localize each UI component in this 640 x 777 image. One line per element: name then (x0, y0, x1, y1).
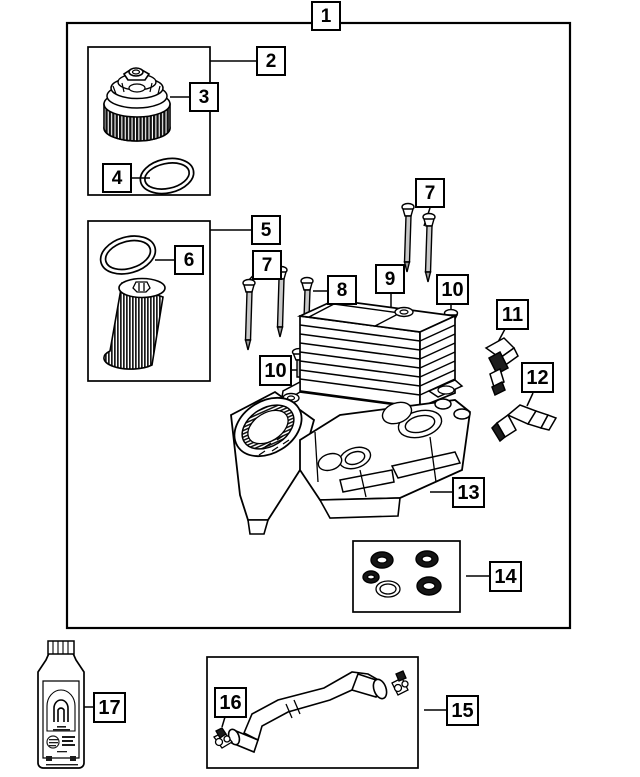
oil-cooler-hose-part (227, 671, 388, 754)
filter-cap-part (103, 67, 171, 142)
callout-7b[interactable]: 7 (415, 178, 445, 208)
oil-pressure-sensor-part (484, 337, 519, 397)
seal-kit-contents (362, 550, 442, 598)
oil-filter-element-part (103, 277, 166, 370)
frame-hose-kit (206, 656, 419, 769)
callout-14[interactable]: 14 (489, 561, 522, 592)
frame-seal-kit (352, 540, 461, 613)
callout-16[interactable]: 16 (214, 687, 247, 718)
callout-9[interactable]: 9 (375, 264, 405, 294)
engine-oil-bottle-part (37, 640, 85, 769)
callout-13[interactable]: 13 (452, 477, 485, 508)
filter-element-o-ring-part (99, 235, 157, 275)
callout-17[interactable]: 17 (93, 692, 126, 723)
callout-5[interactable]: 5 (251, 215, 281, 245)
long-bolt-d (422, 212, 436, 283)
callout-12[interactable]: 12 (521, 362, 554, 393)
callout-11[interactable]: 11 (496, 299, 529, 330)
mopar-omega-logo (53, 699, 69, 722)
frame-cap-kit (87, 46, 211, 196)
callout-15[interactable]: 15 (446, 695, 479, 726)
oil-temperature-sensor-part (491, 404, 558, 443)
callout-1[interactable]: 1 (311, 1, 341, 31)
callout-4[interactable]: 4 (102, 163, 132, 193)
cap-o-ring-part (139, 157, 195, 195)
oil-filter-adapter-housing-part (230, 390, 471, 535)
engine-oil-cooler-part (280, 299, 464, 409)
frame-filter-kit (87, 220, 211, 382)
callout-6[interactable]: 6 (174, 245, 204, 275)
callout-10b[interactable]: 10 (436, 274, 469, 305)
callout-2[interactable]: 2 (256, 46, 286, 76)
hose-clamp-b (391, 670, 409, 696)
callout-3[interactable]: 3 (189, 82, 219, 112)
callout-8[interactable]: 8 (327, 275, 357, 305)
callout-10a[interactable]: 10 (259, 355, 292, 386)
hose-clamp-a (213, 727, 233, 749)
long-bolt-a (242, 278, 256, 351)
long-bolt-c (401, 202, 415, 273)
callout-7a[interactable]: 7 (252, 250, 282, 280)
